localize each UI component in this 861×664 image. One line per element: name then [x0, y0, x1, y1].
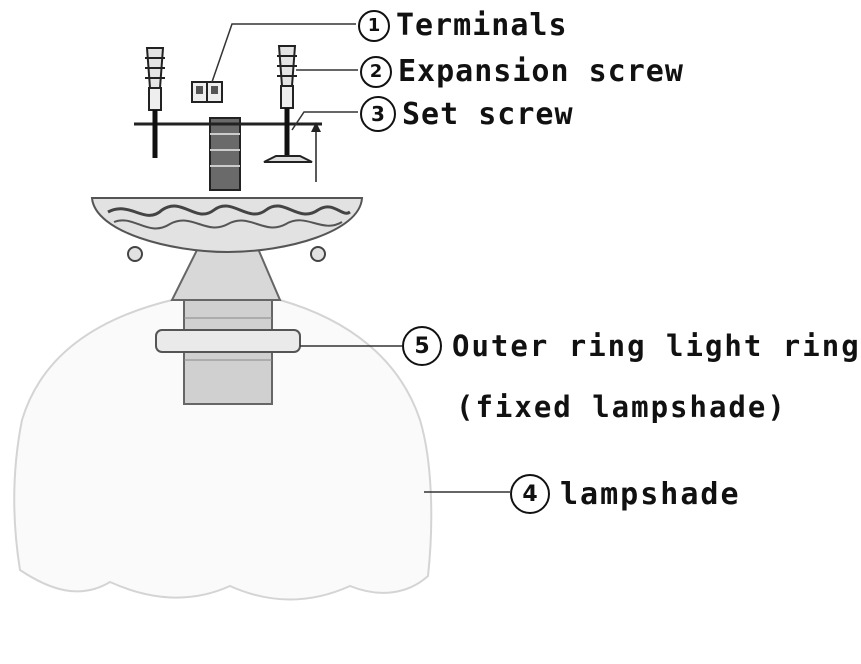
outer-ring [155, 329, 301, 353]
callout-number: 4 [510, 474, 550, 514]
callout-outer-ring-subtext: (fixed lampshade) [456, 390, 787, 424]
callout-number: 3 [360, 96, 396, 132]
callout-subtext: (fixed lampshade) [456, 390, 787, 424]
callout-set-screw: 3 Set screw [360, 96, 574, 132]
callout-lampshade: 4 lampshade [510, 474, 741, 514]
callout-number: 5 [402, 326, 442, 366]
callout-text: Outer ring light ring [452, 329, 861, 363]
expansion-screw-right [263, 45, 313, 163]
terminal-block [191, 81, 223, 103]
callout-text: Terminals [396, 8, 568, 43]
callout-text: Set screw [402, 96, 574, 132]
lampshade [13, 299, 433, 601]
leader-set-screw [291, 111, 358, 131]
expansion-screw-left [145, 47, 165, 158]
threaded-rod [209, 117, 241, 191]
callout-number: 1 [358, 9, 390, 42]
callout-number: 2 [360, 55, 392, 88]
canopy-finial-left [127, 246, 143, 262]
callout-outer-ring: 5 Outer ring light ring [402, 326, 861, 366]
callout-terminals: 1 Terminals [358, 8, 568, 43]
callout-text: Expansion screw [398, 54, 684, 89]
leader-terminals [211, 23, 356, 83]
callout-expansion-screw: 2 Expansion screw [360, 54, 684, 89]
callout-text: lampshade [560, 476, 741, 512]
canopy-finial-right [310, 246, 326, 262]
